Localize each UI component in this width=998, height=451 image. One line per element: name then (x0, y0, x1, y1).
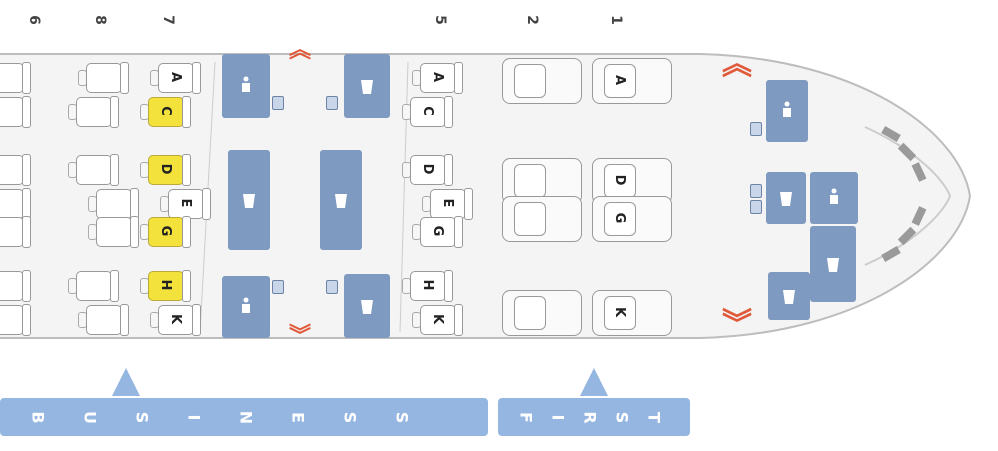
seat-letter: D (158, 163, 173, 175)
suite[interactable] (502, 58, 582, 104)
jumpseat-icon (272, 96, 284, 110)
cabin-label-char: E (288, 411, 308, 423)
suite-1K[interactable]: K (592, 290, 672, 336)
cabin-pointer (580, 368, 608, 396)
cabin-label-char: I (184, 414, 204, 420)
seat[interactable] (0, 152, 31, 186)
seat[interactable] (0, 268, 31, 302)
seat-letter: D (420, 163, 435, 175)
cabin-label-char: N (236, 410, 256, 424)
suite-1A[interactable]: A (592, 58, 672, 104)
lavatory-icon (222, 54, 270, 118)
seat-letter: H (420, 279, 435, 291)
exit-chevron-icon: ︽ (722, 47, 752, 82)
seat[interactable] (66, 94, 119, 128)
jumpseat-icon (272, 280, 284, 294)
seat-5G[interactable]: G (410, 214, 463, 248)
suite[interactable] (502, 196, 582, 242)
seat-7A[interactable]: A (148, 60, 201, 94)
lavatory-icon (766, 80, 808, 142)
fuselage-outline (0, 53, 972, 339)
seat[interactable] (66, 152, 119, 186)
cabin-pointer (112, 368, 140, 396)
cabin-label-char: S (392, 411, 412, 423)
jumpseat-icon (750, 200, 762, 214)
row-label-5: 5 (432, 15, 448, 25)
cabin-label-char: S (612, 411, 632, 423)
seat-letter: G (158, 225, 173, 237)
galley-icon (344, 54, 390, 118)
seat[interactable] (0, 214, 31, 248)
seat-letter: K (612, 306, 627, 318)
seat-letter: A (612, 74, 627, 86)
exit-chevron-icon: ︾ (722, 307, 752, 342)
seat-7H[interactable]: H (138, 268, 191, 302)
galley-icon (768, 272, 810, 320)
seat-letter: K (430, 313, 445, 325)
row-label-6: 6 (26, 15, 42, 25)
seat-7K[interactable]: K (148, 302, 201, 336)
row-label-8: 8 (92, 15, 108, 25)
seat-letter: D (612, 174, 627, 186)
seat-letter: G (430, 225, 445, 237)
jumpseat-icon (326, 96, 338, 110)
seat-5A[interactable]: A (410, 60, 463, 94)
galley-icon (228, 150, 270, 250)
closet-icon (810, 226, 856, 302)
galley-icon (766, 172, 806, 224)
jumpseat-icon (750, 122, 762, 136)
seat[interactable] (0, 302, 31, 336)
cabin-label-char: S (340, 411, 360, 423)
suite[interactable] (502, 290, 582, 336)
row-label-2: 2 (524, 15, 540, 25)
galley-icon (320, 150, 362, 250)
seat[interactable] (86, 214, 139, 248)
jumpseat-icon (326, 280, 338, 294)
seat-5C[interactable]: C (400, 94, 453, 128)
seat-5K[interactable]: K (410, 302, 463, 336)
seat[interactable] (0, 186, 31, 220)
seat-7D[interactable]: D (138, 152, 191, 186)
cabin-label-char: U (80, 410, 100, 424)
exit-chevron-icon: ︾ (289, 324, 312, 349)
seat-letter: A (168, 71, 183, 83)
cabin-label-char: R (580, 410, 600, 424)
seat-letter: C (420, 106, 435, 116)
seat[interactable] (66, 268, 119, 302)
lavatory-icon (222, 276, 270, 338)
seat-5D[interactable]: D (400, 152, 453, 186)
seat[interactable] (0, 94, 31, 128)
cockpit-window-icons (881, 126, 927, 262)
seat-letter: K (168, 313, 183, 325)
seat-5H[interactable]: H (400, 268, 453, 302)
galley-icon (344, 274, 390, 338)
cabin-label-char: T (644, 411, 664, 423)
seat-7C[interactable]: C (138, 94, 191, 128)
seat-letter: H (158, 279, 173, 291)
suite-1G[interactable]: G (592, 196, 672, 242)
seat-letter: G (612, 212, 627, 224)
row-label-1: 1 (608, 15, 624, 25)
row-label-7: 7 (160, 15, 176, 25)
cabin-label-char: F (516, 411, 536, 423)
seat-letter: C (158, 106, 173, 116)
seat-letter: A (430, 71, 445, 83)
lavatory-icon (810, 172, 858, 224)
seat[interactable] (76, 302, 129, 336)
jumpseat-icon (750, 184, 762, 198)
seat[interactable] (76, 60, 129, 94)
exit-chevron-icon: ︽ (289, 38, 312, 63)
seat-5E[interactable]: E (420, 186, 473, 220)
seat-7G[interactable]: G (138, 214, 191, 248)
cabin-label-char: B (28, 410, 48, 424)
cabin-label-char: S (132, 411, 152, 423)
cabin-label-char: I (548, 414, 568, 420)
seat[interactable] (0, 60, 31, 94)
